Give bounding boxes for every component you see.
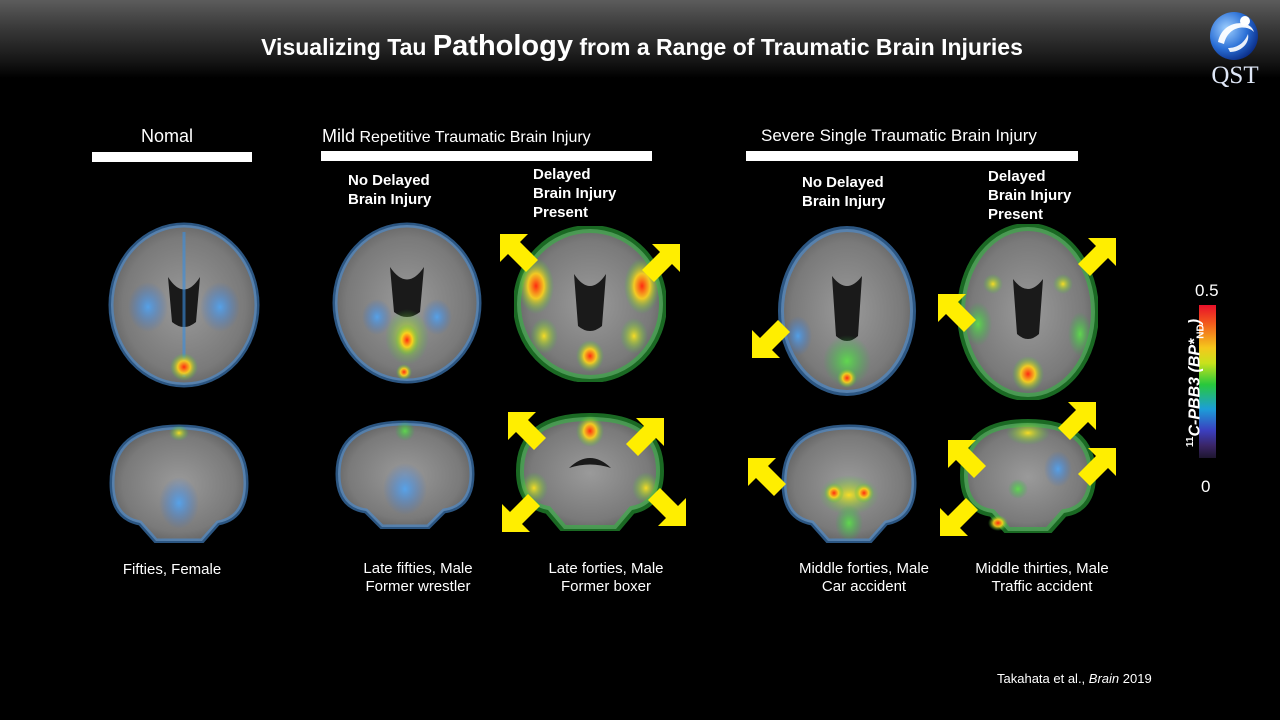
subhead-severe-no-delayed: No Delayed Brain Injury (802, 173, 885, 211)
caption-line: Middle thirties, Male (975, 560, 1109, 577)
citation-year: 2019 (1119, 671, 1152, 686)
caption-line: Former wrestler (365, 578, 471, 595)
yellow-arrow-icon (648, 488, 686, 526)
colorbar-label-isotope: 11 (1185, 436, 1196, 448)
colorbar-label-subscript: ND (1195, 324, 1207, 339)
caption-line: Car accident (821, 578, 907, 595)
title-part-1: Visualizing Tau (261, 34, 433, 60)
yellow-arrow-icon (1078, 448, 1116, 486)
group-underline-normal (92, 152, 252, 162)
axial-scan-severe-delayed (958, 224, 1098, 400)
group-underline-severe (746, 151, 1078, 161)
subhead-line: Delayed (533, 166, 591, 183)
coronal-scan-severe-no-delayed (778, 423, 920, 543)
subhead-mild-delayed-present: Delayed Brain Injury Present (533, 165, 616, 222)
colorbar (1199, 305, 1216, 458)
citation-authors: Takahata et al., (997, 671, 1089, 686)
subhead-line: Brain Injury (988, 187, 1072, 204)
group-title-mild: Mild Repetitive Traumatic Brain Injury (322, 126, 591, 147)
axial-scan-mild-delayed (514, 226, 666, 382)
yellow-arrow-icon (948, 440, 986, 478)
title-emphasis: Pathology (432, 30, 573, 62)
subhead-line: Brain Injury (802, 193, 886, 210)
title-part-2: from a Range of Traumatic Brain Injuries (572, 34, 1023, 60)
yellow-arrow-icon (642, 244, 680, 282)
subhead-line: Delayed (988, 168, 1046, 185)
caption-line: Middle forties, Male (798, 560, 930, 577)
caption-mild-delayed: Late forties, Male Former boxer (526, 560, 686, 596)
qst-logo: QST (1200, 8, 1270, 90)
colorbar-axis-label: 11C-PBB3 (BP*ND) (1185, 283, 1209, 483)
caption-severe-no-delayed: Middle forties, Male Car accident (784, 560, 944, 596)
yellow-arrow-icon (626, 418, 664, 456)
yellow-arrow-icon (938, 294, 976, 332)
group-title-mild-first: Mild (322, 126, 356, 146)
group-title-mild-rest: Repetitive Traumatic Brain Injury (355, 129, 591, 146)
citation-journal: Brain (1088, 671, 1120, 686)
yellow-arrow-icon (940, 498, 978, 536)
yellow-arrow-icon (1078, 238, 1116, 276)
qst-logo-swirl-icon (1210, 12, 1258, 60)
group-title-normal: Nomal (141, 126, 194, 146)
page-title: Visualizing Tau Pathology from a Range o… (0, 30, 1280, 63)
subhead-line: Brain Injury (348, 191, 432, 208)
caption-line: Traffic accident (991, 578, 1093, 595)
subhead-severe-delayed-present: Delayed Brain Injury Present (988, 167, 1071, 224)
caption-line: Fifties, Female (122, 561, 222, 578)
caption-line: Late forties, Male (548, 560, 664, 577)
coronal-scan-normal (106, 423, 252, 543)
colorbar-label-main: C-PBB3 (BP* (1186, 338, 1204, 437)
colorbar-max-label: 0.5 (1195, 281, 1219, 300)
axial-scan-normal (108, 222, 260, 388)
colorbar-label-end: ) (1186, 318, 1204, 325)
caption-normal: Fifties, Female (100, 561, 244, 579)
subhead-mild-no-delayed: No Delayed Brain Injury (348, 171, 431, 209)
yellow-arrow-icon (502, 494, 540, 532)
title-bar (0, 0, 1280, 78)
subhead-line: Brain Injury (533, 185, 617, 202)
group-title-severe: Severe Single Traumatic Brain Injury (761, 126, 1037, 145)
yellow-arrow-icon (1058, 402, 1096, 440)
citation: Takahata et al., Brain 2019 (997, 671, 1152, 686)
logo-text: QST (1211, 62, 1259, 89)
subhead-line: No Delayed (348, 172, 430, 189)
coronal-scan-mild-no-delayed (332, 419, 478, 529)
caption-mild-no-delayed: Late fifties, Male Former wrestler (338, 560, 498, 596)
subhead-line: Present (533, 204, 589, 221)
yellow-arrow-icon (508, 412, 546, 450)
axial-scan-mild-no-delayed (332, 222, 482, 384)
axial-scan-severe-no-delayed (778, 226, 916, 396)
colorbar-min-label: 0 (1201, 477, 1211, 496)
caption-line: Former boxer (560, 578, 652, 595)
subhead-line: No Delayed (802, 174, 884, 191)
group-underline-mild (321, 151, 652, 161)
caption-severe-delayed: Middle thirties, Male Traffic accident (962, 560, 1122, 596)
yellow-arrow-icon (500, 234, 538, 272)
yellow-arrow-icon (752, 320, 790, 358)
subhead-line: Present (988, 206, 1044, 223)
yellow-arrow-icon (748, 458, 786, 496)
caption-line: Late fifties, Male (363, 560, 473, 577)
